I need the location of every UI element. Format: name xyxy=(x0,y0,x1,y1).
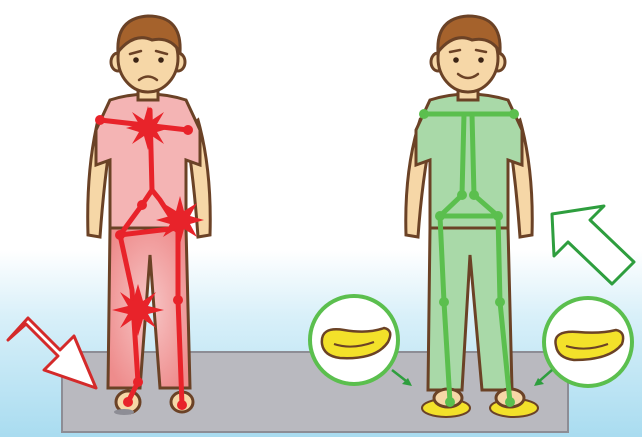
pain-burst-icon xyxy=(126,106,170,150)
right-figure-eye-right xyxy=(478,57,484,63)
right-figure-eye-left xyxy=(453,57,459,63)
left-figure-eye-left xyxy=(133,57,139,63)
left-figure-shadow xyxy=(114,409,134,415)
left-figure-eye-right xyxy=(158,57,164,63)
pain-burst-icon xyxy=(156,196,204,244)
